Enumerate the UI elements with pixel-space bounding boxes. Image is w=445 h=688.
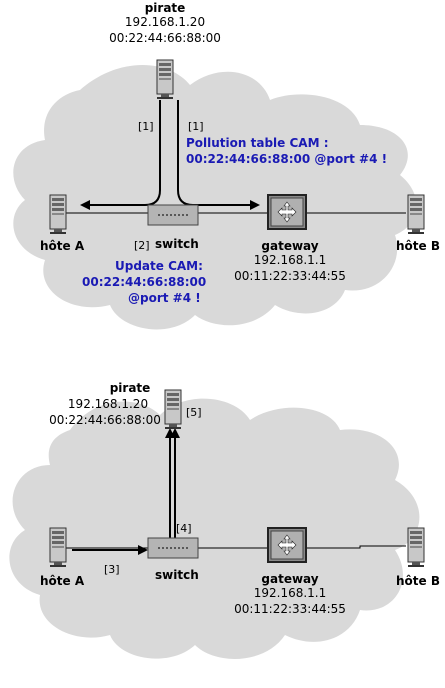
gateway-router-icon-bottom	[267, 527, 307, 563]
step3-label: [3]	[104, 563, 120, 576]
hote-b-label-bottom: hôte B	[396, 574, 440, 588]
switch-label-bottom: switch	[155, 568, 199, 582]
switch-icon	[147, 204, 199, 226]
gateway-router-icon	[267, 194, 307, 230]
update-line2: 00:22:44:66:88:00	[82, 275, 206, 289]
hote-a-label: hôte A	[40, 239, 85, 253]
gateway-name: gateway	[261, 239, 318, 253]
hote-b-server-icon	[407, 194, 425, 235]
switch-icon-bottom	[147, 537, 199, 559]
gateway-mac: 00:11:22:33:44:55	[234, 269, 346, 283]
switch-label: switch	[155, 237, 199, 251]
hote-b-label: hôte B	[396, 239, 440, 253]
pollution-line1: Pollution table CAM :	[186, 136, 329, 150]
step5-label: [5]	[186, 406, 202, 419]
gateway-mac-bottom: 00:11:22:33:44:55	[234, 602, 346, 616]
pirate-name: pirate	[145, 1, 186, 15]
hote-a-label-bottom: hôte A	[40, 574, 85, 588]
pirate-server-icon-bottom	[164, 389, 182, 430]
gateway-name-bottom: gateway	[261, 572, 318, 586]
step1-right-label: [1]	[188, 120, 204, 133]
pirate-mac: 00:22:44:66:88:00	[109, 31, 221, 45]
step4-label: [4]	[176, 522, 192, 535]
pirate-ip-bottom: 192.168.1.20	[68, 397, 148, 411]
hote-a-server-icon	[49, 194, 67, 235]
pollution-line2: 00:22:44:66:88:00 @port #4 !	[186, 152, 387, 166]
hote-a-server-icon-bottom	[49, 527, 67, 568]
cloud-top	[13, 65, 417, 330]
arrow-step1-left	[80, 100, 161, 210]
step2-label: [2]	[134, 239, 150, 252]
hote-b-server-icon-bottom	[407, 527, 425, 568]
update-line3: @port #4 !	[128, 291, 201, 305]
cloud-bottom	[9, 398, 420, 659]
pirate-server-icon	[156, 59, 174, 100]
step1-left-label: [1]	[138, 120, 154, 133]
pirate-ip: 192.168.1.20	[125, 15, 205, 29]
gateway-ip: 192.168.1.1	[254, 253, 327, 267]
update-line1: Update CAM:	[115, 259, 203, 273]
pirate-mac-bottom: 00:22:44:66:88:00	[49, 413, 161, 427]
gateway-ip-bottom: 192.168.1.1	[254, 586, 327, 600]
pirate-name-bottom: pirate	[110, 381, 151, 395]
link-gateway-hoteB-bottom	[307, 545, 406, 549]
